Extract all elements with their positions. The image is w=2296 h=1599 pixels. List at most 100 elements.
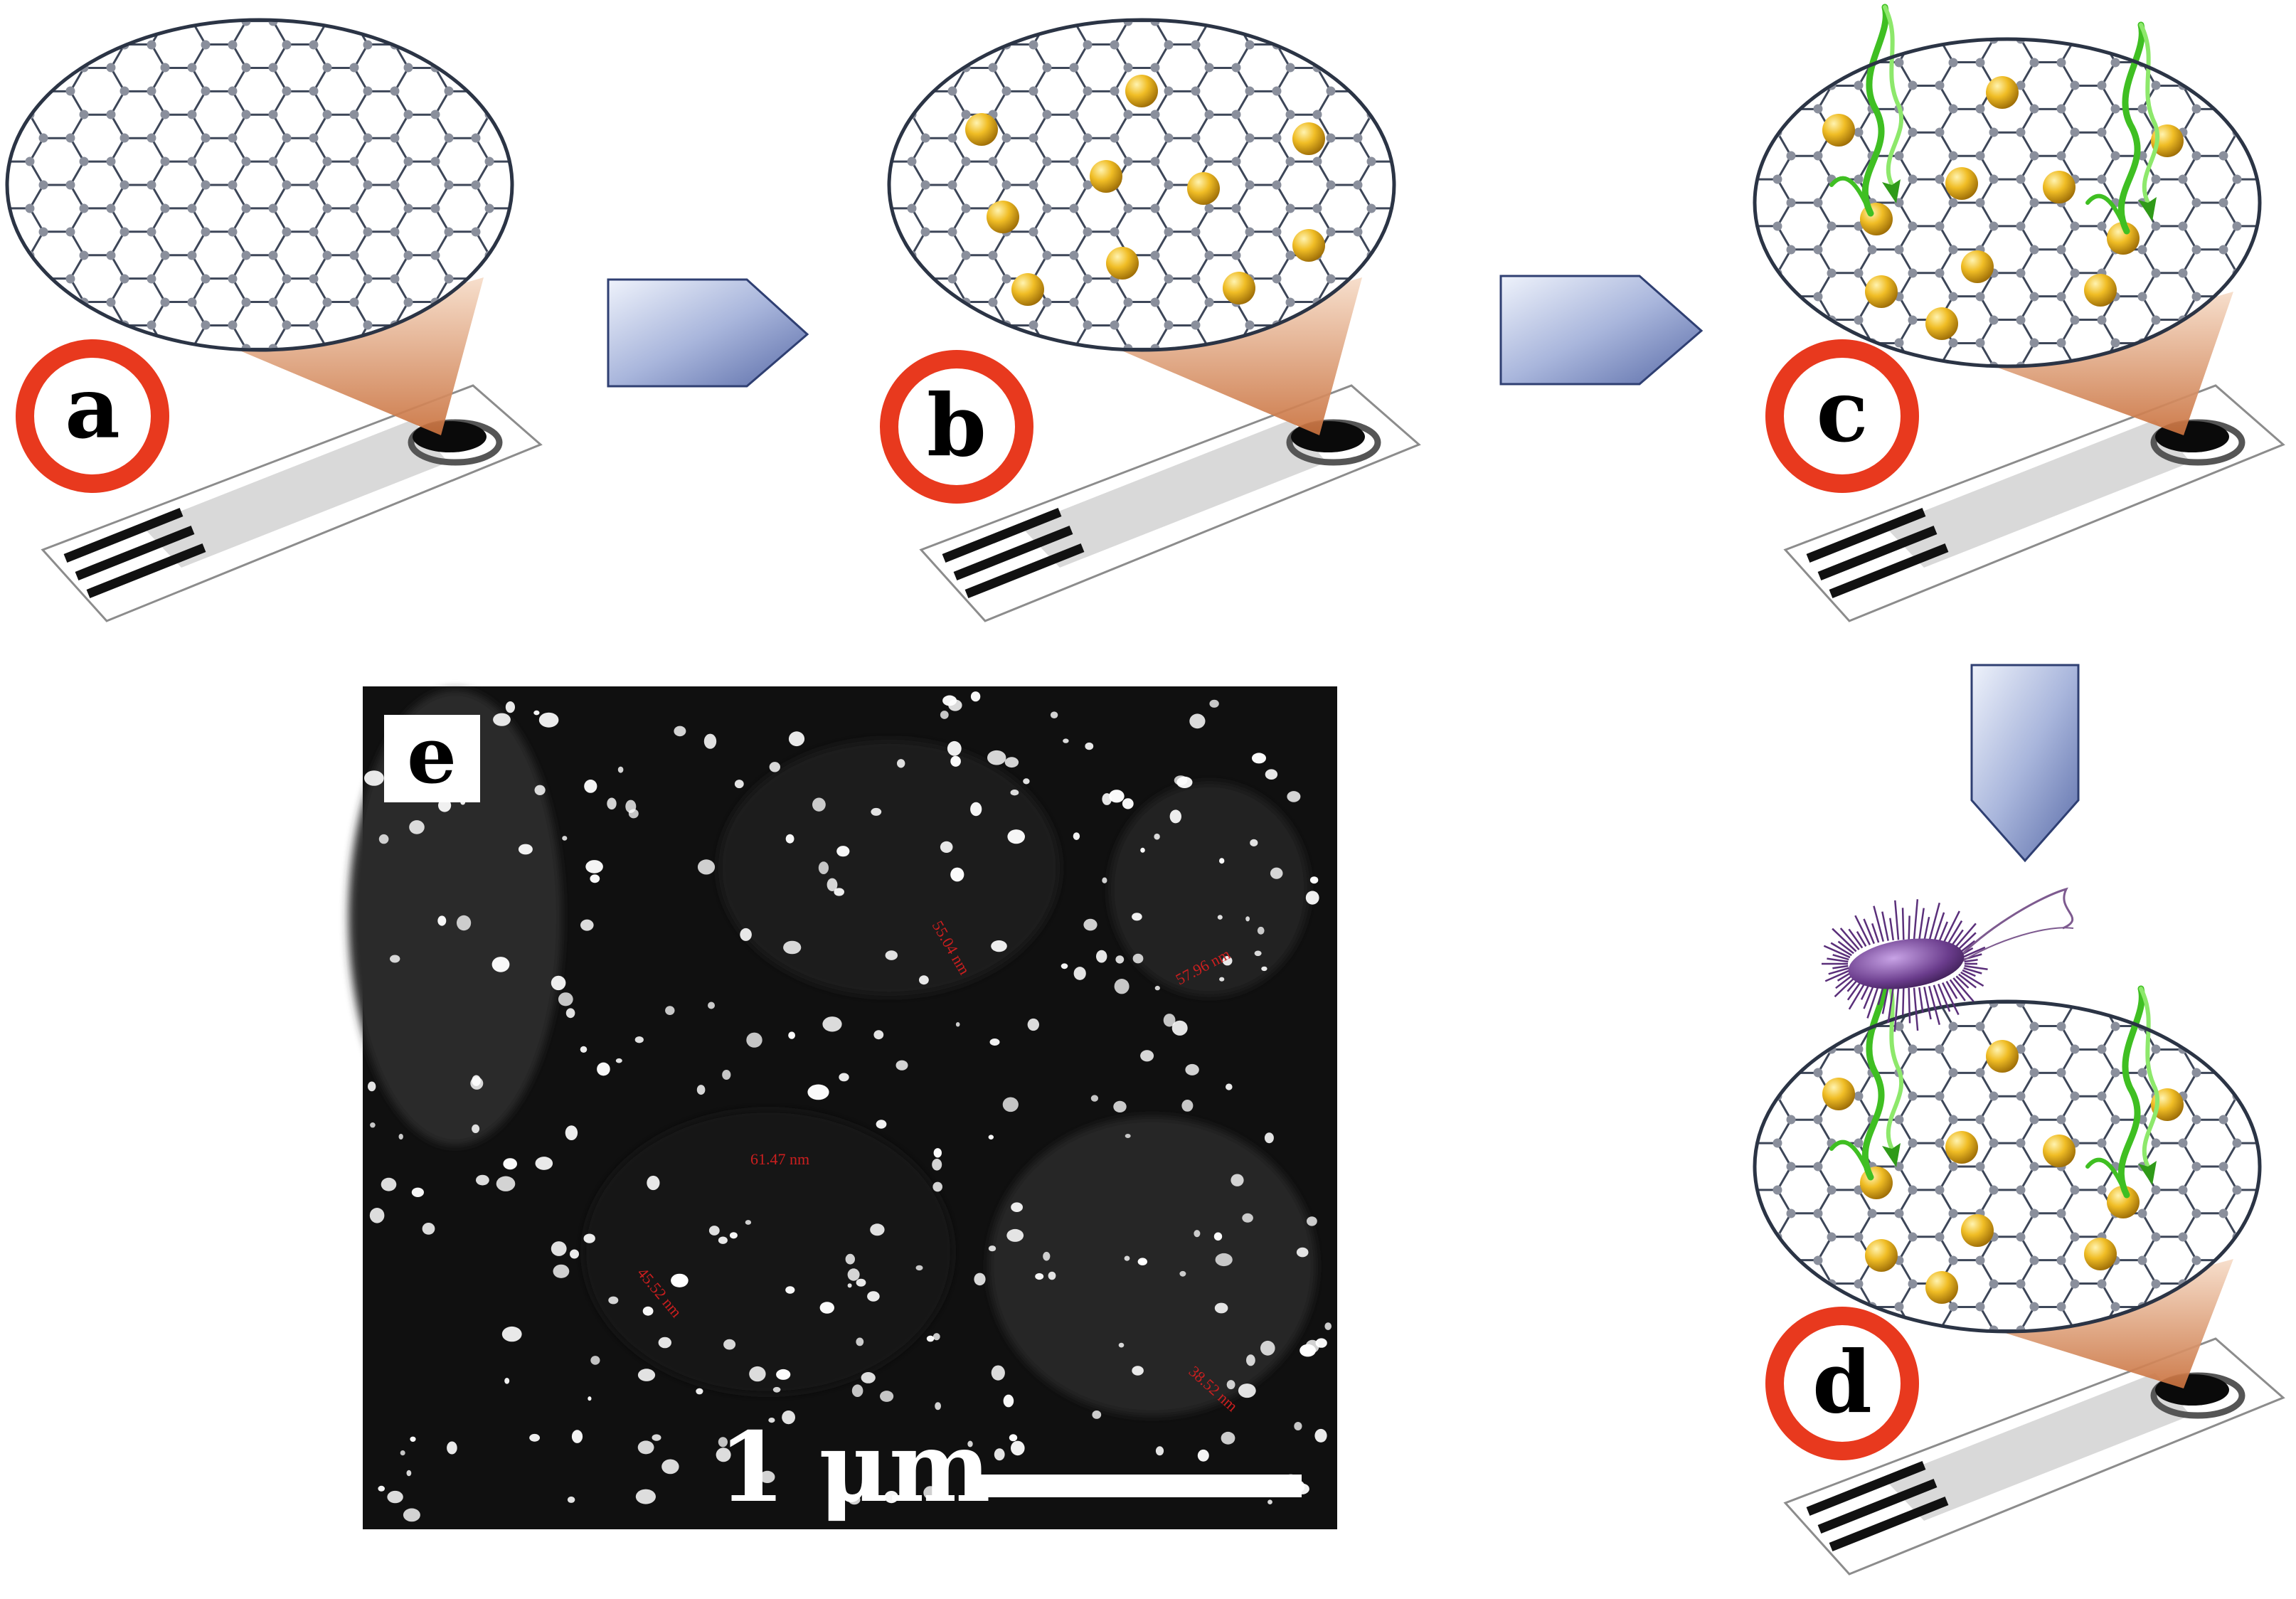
sem-particle	[1140, 1050, 1154, 1062]
sem-particle	[950, 755, 961, 767]
sem-particle	[1009, 1434, 1018, 1442]
carbon-atom	[106, 156, 116, 166]
sem-particle	[400, 1450, 405, 1456]
sem-particle	[734, 780, 744, 789]
sem-particle	[410, 1436, 416, 1443]
carbon-atom	[2070, 80, 2080, 90]
carbon-atom	[2016, 221, 2026, 231]
gold-nanoparticle	[1292, 229, 1325, 262]
carbon-atom	[1272, 274, 1282, 284]
carbon-atom	[1204, 297, 1214, 307]
carbon-atom	[268, 203, 278, 213]
gold-nanoparticle	[1090, 160, 1122, 193]
carbon-atom	[2097, 1138, 2107, 1148]
carbon-atom	[2070, 315, 2080, 325]
carbon-atom	[1069, 203, 1079, 213]
gold-nanoparticle	[1945, 167, 1978, 200]
carbon-atom	[403, 156, 413, 166]
carbon-atom	[349, 110, 359, 119]
sem-particle	[1132, 953, 1144, 964]
sem-particle	[381, 1177, 397, 1191]
carbon-atom	[2191, 104, 2201, 114]
carbon-atom	[1353, 133, 1363, 143]
sem-particle	[940, 841, 953, 853]
sem-particle	[1209, 699, 1219, 708]
carbon-atom	[1975, 151, 1985, 161]
carbon-atom	[1813, 1208, 1823, 1218]
sem-particle	[847, 1283, 852, 1288]
carbon-atom	[1948, 1115, 1958, 1125]
gold-nanoparticle	[2107, 1186, 2140, 1218]
carbon-atom	[201, 86, 211, 96]
sem-particle	[1226, 1083, 1233, 1090]
carbon-atom	[2218, 1162, 2228, 1172]
carbon-atom	[1069, 110, 1079, 119]
carbon-atom	[2016, 1232, 2026, 1242]
sem-particle	[406, 1470, 412, 1477]
sem-particle	[1307, 1216, 1317, 1226]
carbon-atom	[2232, 174, 2242, 184]
sem-particle	[585, 860, 603, 873]
carbon-atom	[1854, 315, 1864, 325]
carbon-atom	[471, 227, 481, 237]
carbon-atom	[1231, 203, 1241, 213]
carbon-atom	[1245, 180, 1255, 190]
gold-nanoparticle	[1961, 1214, 1994, 1247]
carbon-atom	[2016, 361, 2026, 366]
carbon-atom	[947, 274, 957, 284]
carbon-atom	[363, 274, 373, 284]
carbon-atom	[2232, 1138, 2242, 1148]
carbon-atom	[1948, 1021, 1958, 1031]
carbon-atom	[187, 110, 197, 119]
carbon-atom	[119, 133, 129, 143]
sem-background-texture	[349, 690, 1316, 1415]
sem-particle	[940, 711, 949, 719]
carbon-atom	[2070, 1279, 2080, 1289]
panel-label-c: c	[1816, 361, 1868, 462]
carbon-atom	[322, 297, 332, 307]
carbon-atom	[1312, 203, 1322, 213]
carbon-atom	[1773, 174, 1782, 184]
sem-particle	[1305, 1339, 1319, 1354]
measurement-label: 61.47 nm	[750, 1150, 809, 1168]
carbon-atom	[1827, 1185, 1837, 1195]
sem-particle	[1002, 1097, 1019, 1112]
sem-particle	[634, 1036, 644, 1043]
sem-particle	[409, 820, 425, 834]
sem-particle	[749, 1366, 766, 1382]
carbon-atom	[241, 250, 251, 260]
carbon-atom	[1191, 86, 1201, 96]
carbon-atom	[1908, 1185, 1918, 1195]
sem-particle	[1010, 790, 1019, 796]
carbon-atom	[2029, 292, 2039, 302]
bacterium-icon	[1822, 887, 2074, 1032]
carbon-atom	[349, 250, 359, 260]
carbon-atom	[106, 110, 116, 119]
sem-particle	[551, 1241, 567, 1256]
sem-particle	[1305, 891, 1319, 905]
panel-label-badge: c	[1765, 339, 1919, 493]
sem-particle	[1226, 1380, 1235, 1390]
carbon-atom	[309, 227, 319, 237]
carbon-atom	[2016, 1279, 2026, 1289]
carbon-atom	[1069, 63, 1079, 73]
carbon-atom	[1935, 127, 1945, 137]
panel-b-gold-nanoparticles: b	[880, 18, 1421, 622]
sem-particle	[1073, 967, 1086, 980]
sem-particle	[970, 802, 982, 817]
sem-particle	[1048, 1271, 1056, 1280]
carbon-atom	[1164, 40, 1174, 50]
sem-particle	[1003, 1394, 1014, 1408]
sem-particle	[1242, 1213, 1253, 1223]
gold-nanoparticle	[2084, 274, 2117, 307]
carbon-atom	[2016, 1138, 2026, 1148]
carbon-atom	[2016, 315, 2026, 325]
gold-nanoparticle	[1945, 1131, 1978, 1164]
carbon-atom	[1854, 1091, 1864, 1101]
carbon-atom	[1813, 1068, 1823, 1078]
carbon-atom	[2151, 1185, 2161, 1195]
carbon-atom	[1894, 1021, 1904, 1031]
carbon-atom	[2029, 1255, 2039, 1265]
carbon-atom	[25, 156, 35, 166]
carbon-atom	[444, 227, 454, 237]
